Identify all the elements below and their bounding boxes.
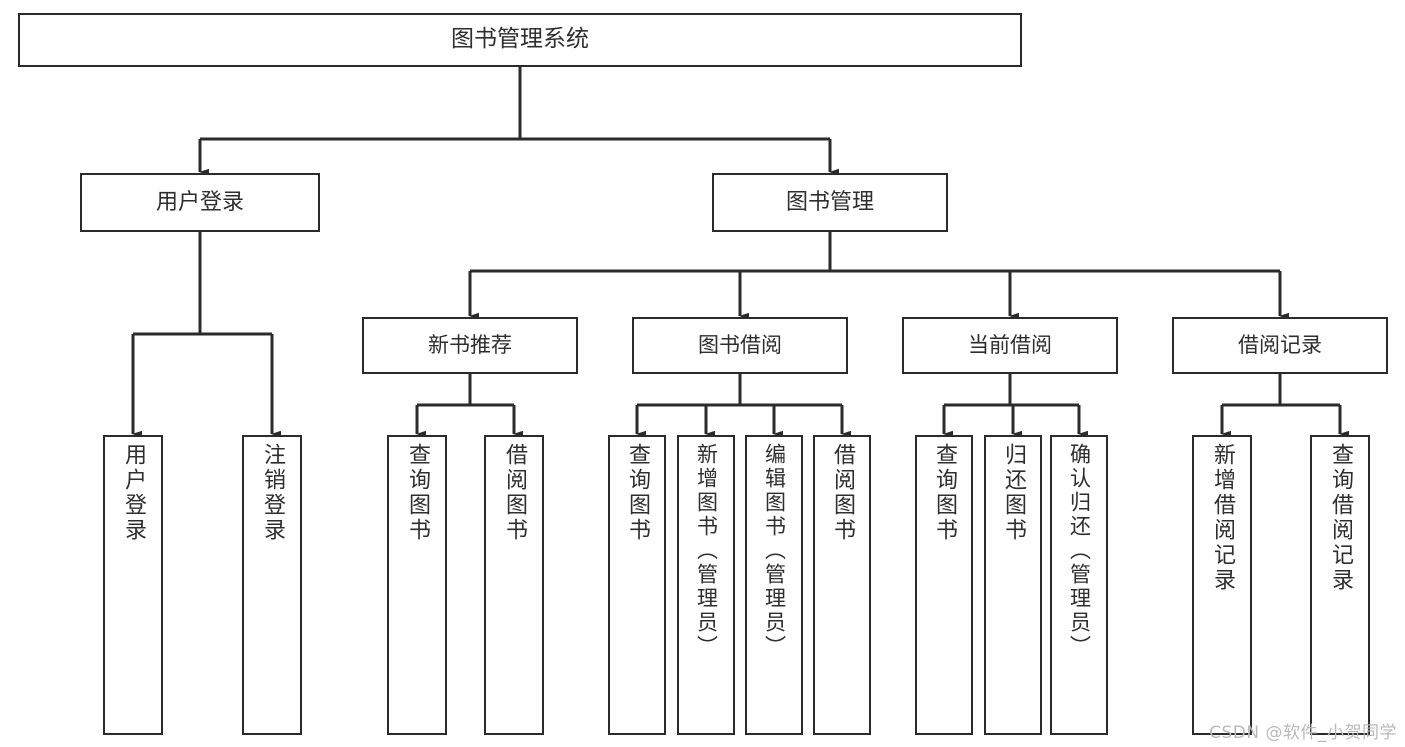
node-label: 编辑图书（管理员） <box>762 443 787 659</box>
node-label: 新增借阅记录 <box>1210 443 1235 593</box>
node-n-borrow-record[interactable]: 借阅记录 <box>1172 317 1388 374</box>
node-label: 注销登录 <box>260 443 285 543</box>
node-n-current-borrow[interactable]: 当前借阅 <box>902 317 1118 374</box>
node-lf-br-add-record[interactable]: 新增借阅记录 <box>1192 435 1252 735</box>
node-label: 借阅记录 <box>1238 333 1322 358</box>
node-label: 借阅图书 <box>830 443 855 543</box>
node-label: 借阅图书 <box>502 443 527 543</box>
node-lf-rec-query-book[interactable]: 查询图书 <box>387 435 447 735</box>
node-lf-rec-borrow-book[interactable]: 借阅图书 <box>484 435 544 735</box>
node-n-book-borrow[interactable]: 图书借阅 <box>632 317 848 374</box>
node-lf-bb-query-book[interactable]: 查询图书 <box>608 435 666 735</box>
node-lf-cb-return-book[interactable]: 归还图书 <box>984 435 1042 735</box>
node-label: 新增图书（管理员） <box>694 443 719 659</box>
node-n-new-book-rec[interactable]: 新书推荐 <box>362 317 578 374</box>
node-lf-bb-borrow-book[interactable]: 借阅图书 <box>813 435 871 735</box>
node-label: 用户登录 <box>121 443 146 543</box>
node-lf-br-query-record[interactable]: 查询借阅记录 <box>1310 435 1370 735</box>
node-label: 查询图书 <box>932 443 957 543</box>
node-lf-cb-query-book[interactable]: 查询图书 <box>915 435 973 735</box>
node-root[interactable]: 图书管理系统 <box>18 13 1022 67</box>
node-lf-bb-add-book[interactable]: 新增图书（管理员） <box>677 435 735 735</box>
node-label: 归还图书 <box>1001 443 1026 543</box>
node-label: 查询图书 <box>625 443 650 543</box>
connector-lines <box>131 67 1349 438</box>
node-label: 查询图书 <box>405 443 430 543</box>
node-lf-bb-edit-book[interactable]: 编辑图书（管理员） <box>745 435 803 735</box>
node-lf-cb-confirm-return[interactable]: 确认归还（管理员） <box>1050 435 1108 735</box>
node-label: 用户登录 <box>155 189 244 215</box>
node-label: 图书借阅 <box>698 333 782 358</box>
node-label: 图书管理 <box>785 189 874 215</box>
node-label: 确认归还（管理员） <box>1067 443 1092 659</box>
node-label: 当前借阅 <box>968 333 1052 358</box>
node-n-book-mgmt[interactable]: 图书管理 <box>712 173 948 232</box>
node-label: 查询借阅记录 <box>1328 443 1353 593</box>
node-label: 新书推荐 <box>428 333 512 358</box>
watermark-label: CSDN @软件_小贺同学 <box>1209 723 1397 743</box>
node-lf-user-login[interactable]: 用户登录 <box>103 435 163 735</box>
node-lf-logout[interactable]: 注销登录 <box>242 435 302 735</box>
node-n-user-login[interactable]: 用户登录 <box>80 173 320 232</box>
node-label: 图书管理系统 <box>451 26 589 53</box>
